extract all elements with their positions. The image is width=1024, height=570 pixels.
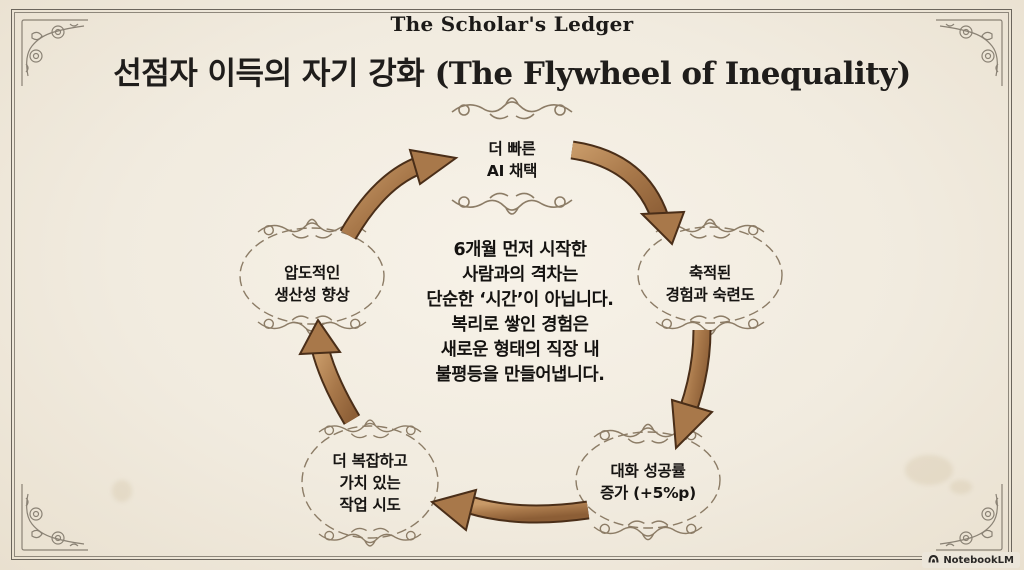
arrow-faster-to-experience xyxy=(570,140,686,246)
page-frame xyxy=(11,9,1012,560)
arrow-complex-to-productivity xyxy=(298,318,361,425)
center-line: 복리로 쌓인 경험은 xyxy=(451,315,589,335)
arrow-experience-to-success xyxy=(670,329,714,451)
notebooklm-icon xyxy=(928,554,939,566)
center-line: 사람과의 격차는 xyxy=(462,265,578,285)
coffee-stain xyxy=(905,455,953,485)
node-faster-ai-adoption: 더 빠른 AI 채택 xyxy=(452,138,572,182)
watermark-label: NotebookLM xyxy=(943,554,1014,566)
ornament-frame-bottom-left xyxy=(301,419,439,547)
title-english: (The Flywheel of Inequality) xyxy=(434,56,912,92)
corner-ornament-bottom-left xyxy=(18,482,90,554)
center-line: 단순한 ‘시간’이 아닙니다. xyxy=(426,290,614,310)
arrow-productivity-to-faster xyxy=(339,148,459,240)
brand-masthead: The Scholar's Ledger xyxy=(390,12,634,36)
center-line: 새로운 형태의 직장 내 xyxy=(440,340,600,360)
title-korean: 선점자 이득의 자기 강화 xyxy=(113,56,425,92)
node-success-rate-increase: 대화 성공률 증가 (+5%p) xyxy=(578,460,718,504)
node-productivity-gain: 압도적인 생산성 향상 xyxy=(242,262,382,306)
node-line: 증가 (+5%p) xyxy=(600,484,696,502)
page-frame-inner xyxy=(14,12,1009,557)
node-line: 더 복잡하고 xyxy=(332,452,408,470)
node-line: 축적된 xyxy=(689,264,731,282)
center-line: 6개월 먼저 시작한 xyxy=(453,240,587,260)
corner-ornament-top-right xyxy=(934,16,1006,88)
node-line: 더 빠른 xyxy=(488,140,536,158)
node-complex-valuable-tasks: 더 복잡하고 가치 있는 작업 시도 xyxy=(310,450,430,516)
center-line: 불평등을 만들어냅니다. xyxy=(435,365,605,385)
node-accumulated-experience: 축적된 경험과 숙련도 xyxy=(640,262,780,306)
center-message: 6개월 먼저 시작한 사람과의 격차는 단순한 ‘시간’이 아닙니다. 복리로 … xyxy=(380,238,660,388)
page-title: 선점자 이득의 자기 강화 (The Flywheel of Inequalit… xyxy=(0,48,1024,93)
ornament-frame-bottom-right xyxy=(575,423,721,541)
notebooklm-watermark: NotebookLM xyxy=(922,552,1020,568)
ornament-frame-left xyxy=(239,218,385,336)
node-line: 대화 성공률 xyxy=(610,462,686,480)
corner-ornament-top-left xyxy=(18,16,90,88)
coffee-stain xyxy=(950,480,972,494)
node-line: 경험과 숙련도 xyxy=(665,286,755,304)
node-line: 압도적인 xyxy=(284,264,340,282)
ornament-frame-right xyxy=(637,218,783,336)
node-line: 작업 시도 xyxy=(339,496,401,514)
coffee-stain xyxy=(112,480,132,502)
node-line: AI 채택 xyxy=(486,162,538,180)
corner-ornament-bottom-right xyxy=(934,482,1006,554)
node-line: 가치 있는 xyxy=(339,474,401,492)
node-line: 생산성 향상 xyxy=(274,286,350,304)
arrow-success-to-complex xyxy=(429,488,590,532)
